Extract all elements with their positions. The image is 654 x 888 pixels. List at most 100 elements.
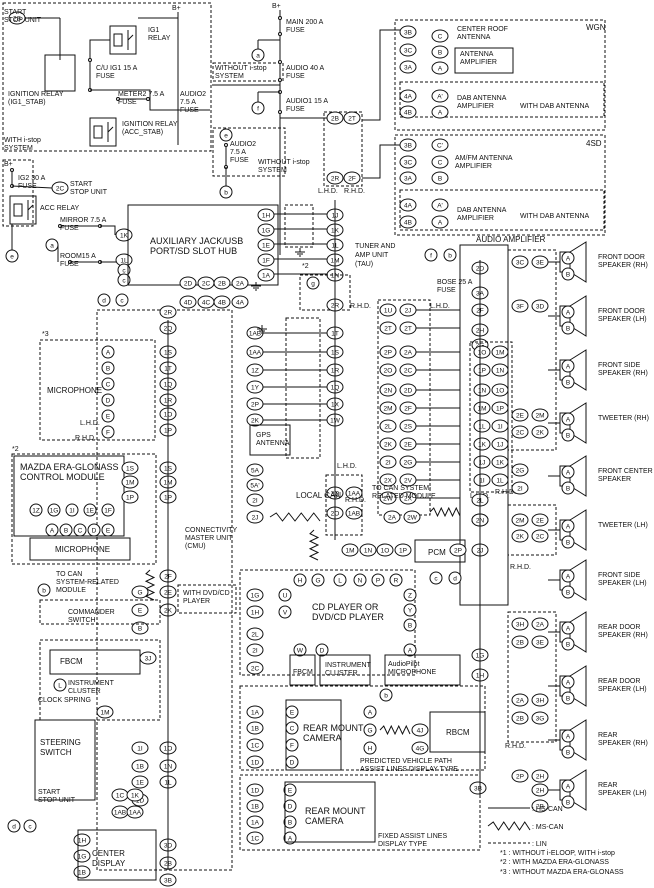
connector-pin bbox=[511, 408, 529, 422]
can-resistor-icon bbox=[487, 821, 531, 831]
lhd-label: L.H.D. bbox=[80, 420, 100, 427]
connector-pin bbox=[343, 171, 361, 185]
label-amfm_antenna_amp: AM/FM ANTENNA bbox=[455, 155, 513, 162]
acc-relay-box bbox=[2, 159, 34, 227]
wire-letter-label: W bbox=[297, 648, 304, 655]
legend-ms-can: : MS-CAN bbox=[532, 824, 564, 831]
speaker-label: SPEAKER (LH) bbox=[598, 790, 647, 797]
wire-letter bbox=[117, 273, 131, 287]
connector-pin bbox=[159, 873, 177, 887]
connector-pin-label: 1G bbox=[251, 593, 260, 600]
connector-pin bbox=[403, 510, 421, 524]
label-start_stop_unit_3: START bbox=[38, 789, 61, 796]
rhd-label: R.H.D. bbox=[350, 303, 371, 310]
relay-icon bbox=[89, 117, 117, 147]
wire-letter bbox=[101, 393, 115, 407]
connector-pin-label: 5A bbox=[251, 468, 260, 475]
connector-pin-label: 1B bbox=[78, 870, 86, 877]
connector-pin-label: 1J bbox=[479, 460, 486, 467]
connector-pin-label: 1P bbox=[478, 368, 486, 375]
speaker-icon bbox=[569, 402, 587, 444]
center-display-label: CENTER bbox=[92, 849, 125, 858]
connector-pin bbox=[511, 255, 529, 269]
speaker-label: SPEAKER (RH) bbox=[598, 262, 648, 269]
note-label: *2 bbox=[12, 446, 19, 453]
wire-letter bbox=[561, 251, 575, 265]
wire-letter bbox=[315, 643, 329, 657]
connector-pin-label: 4D bbox=[184, 300, 193, 307]
wire-letter-label: F bbox=[106, 430, 110, 437]
b-plus-label: B+ bbox=[4, 161, 13, 168]
wire-letter bbox=[561, 412, 575, 426]
fuse-icon bbox=[224, 143, 228, 147]
connector-pin-label: 2K bbox=[251, 418, 260, 425]
connector-pin-label: 1AA bbox=[129, 810, 142, 817]
connector-pin-label: 1M bbox=[125, 480, 134, 487]
connector-pin bbox=[213, 295, 231, 309]
connector-pin bbox=[491, 345, 509, 359]
rbcm-label: RBCM bbox=[446, 728, 470, 737]
connector-pin bbox=[431, 138, 449, 152]
connector-pin bbox=[399, 155, 417, 169]
tau-label: (TAU) bbox=[355, 261, 373, 268]
wire-letter bbox=[101, 503, 115, 517]
label-main_fuse: FUSE bbox=[286, 27, 305, 34]
wire-letter-label: B bbox=[566, 433, 570, 440]
label-instrument_cluster_1: CLUSTER bbox=[68, 688, 101, 695]
label-center_roof_antenna: ANTENNA bbox=[457, 34, 491, 41]
connector-pin-label: 3B bbox=[404, 30, 412, 37]
label-ig1_relay: RELAY bbox=[148, 35, 171, 42]
connector-pin bbox=[491, 455, 509, 469]
cd-player-box bbox=[239, 569, 416, 676]
connector-pin bbox=[179, 295, 197, 309]
rear-cam-label: REAR MOUNT bbox=[303, 723, 364, 733]
connector-pin-label: 2C bbox=[202, 281, 211, 288]
connector-pin-label: 1C bbox=[251, 836, 260, 843]
connector-pin-label: 2X bbox=[404, 496, 413, 503]
aux-hub-label: PORT/SD SLOT HUB bbox=[150, 246, 237, 256]
connector-pin bbox=[246, 510, 264, 524]
relay-icon bbox=[44, 54, 76, 92]
connector-pin bbox=[411, 741, 429, 755]
speaker-icon bbox=[569, 559, 587, 601]
connector-pin-label: 2G bbox=[404, 460, 413, 467]
connector-pin bbox=[399, 25, 417, 39]
connector-pin bbox=[341, 543, 359, 557]
connector-pin bbox=[246, 815, 264, 829]
wire-letter-label: d bbox=[102, 298, 106, 305]
connector-pin bbox=[131, 585, 149, 599]
connector-pin bbox=[131, 621, 149, 635]
speaker-label: SPEAKER (RH) bbox=[598, 632, 648, 639]
connector-pin bbox=[531, 693, 549, 707]
relay-coil-icon bbox=[13, 203, 23, 217]
legend-hs-can: : HS-CAN bbox=[532, 806, 563, 813]
wire-letter bbox=[97, 293, 111, 307]
connector-pin-label: 3E bbox=[536, 640, 545, 647]
speaker-icon bbox=[569, 509, 587, 551]
wire-letter bbox=[59, 523, 73, 537]
speaker-icon bbox=[569, 349, 587, 391]
lhd-label: L.H.D. bbox=[337, 463, 357, 470]
rhd-label: R.H.D. bbox=[505, 743, 526, 750]
label-dab_antenna_amp_2: AMPLIFIER bbox=[457, 215, 494, 222]
connector-pin bbox=[246, 661, 264, 675]
wire-letter-label: E bbox=[106, 414, 111, 421]
connector-pin bbox=[531, 513, 549, 527]
connector-pin bbox=[231, 276, 249, 290]
wire-letter bbox=[278, 588, 292, 602]
wire-letter bbox=[283, 799, 297, 813]
connector-pin-label: 1P bbox=[399, 548, 407, 555]
wire-letter-label: A bbox=[566, 524, 571, 531]
connector-pin bbox=[511, 617, 529, 631]
connector-pin-label: 1U bbox=[384, 308, 393, 315]
connector-pin-label: 1S bbox=[126, 466, 135, 473]
wire-letter-label: e bbox=[224, 133, 228, 140]
connector-pin-label: 1AB bbox=[249, 331, 261, 338]
with-dvd-box bbox=[177, 584, 237, 614]
wire-letter-label: B bbox=[566, 272, 570, 279]
wire-letter-label: E bbox=[288, 788, 293, 795]
connector-pin bbox=[511, 463, 529, 477]
cmu-label: CONNECTIVITY bbox=[185, 527, 237, 534]
connector-pin-label: 3A bbox=[404, 176, 413, 183]
connector-pin bbox=[511, 481, 529, 495]
